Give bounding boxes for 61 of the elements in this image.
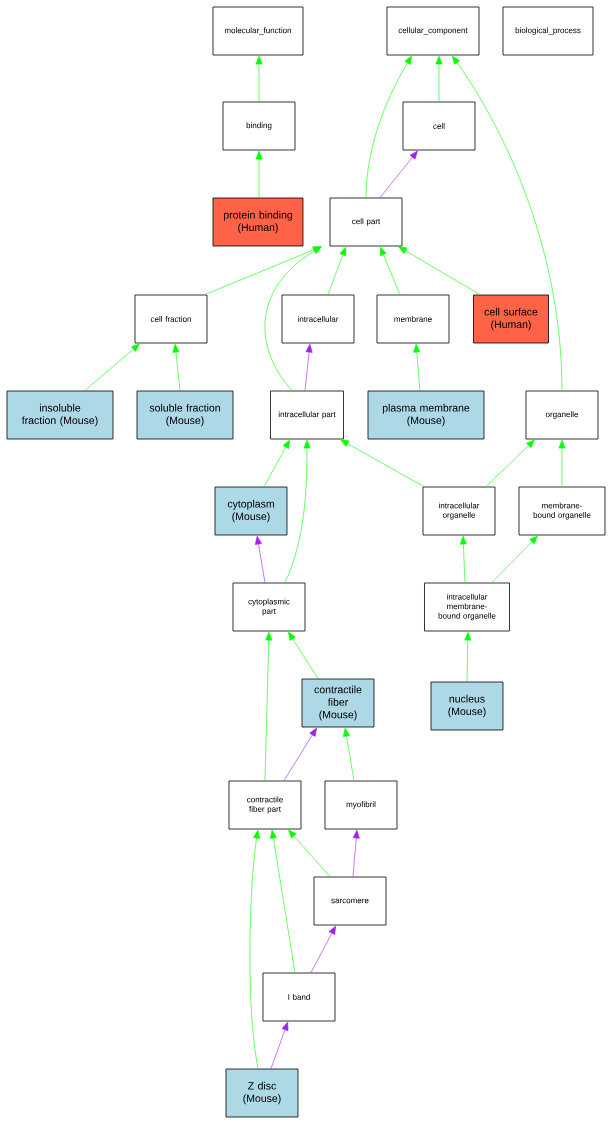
term-box: membrane-bound organelle: [518, 486, 606, 536]
term-box: Z disc (Mouse): [225, 1068, 299, 1118]
arrow: [264, 631, 273, 781]
arrow: [398, 246, 481, 295]
arrow: [288, 631, 319, 679]
arrow: [249, 829, 261, 1069]
arrow: [284, 439, 311, 583]
arrow: [269, 829, 296, 973]
term-box: myofibril: [324, 780, 398, 830]
arrow: [288, 829, 331, 877]
arrow: [270, 1021, 289, 1069]
term-box: binding: [222, 101, 296, 151]
term-box: intracellular organelle: [422, 486, 496, 536]
term-box: cell: [402, 101, 476, 151]
term-box: intracellular: [281, 294, 355, 344]
arrow: [413, 343, 421, 391]
term-box: insoluble fraction (Mouse): [6, 390, 114, 440]
term-box: biological_process: [502, 6, 594, 56]
arrow: [435, 55, 443, 102]
term-box: contractile fiber (Mouse): [301, 678, 375, 728]
arrow: [459, 535, 467, 583]
arrow: [84, 343, 140, 391]
term-box: sarcomere: [313, 876, 387, 926]
term-box: soluble fraction (Mouse): [136, 390, 234, 440]
arrow: [491, 535, 538, 583]
arrow: [263, 439, 290, 487]
term-box: cellular_component: [386, 6, 480, 56]
term-box: membrane: [376, 294, 450, 344]
term-box: cell surface (Human): [473, 294, 549, 344]
arrow: [558, 439, 566, 487]
term-box: nucleus (Mouse): [430, 681, 504, 731]
arrow: [464, 631, 472, 682]
arrow: [343, 727, 355, 781]
arrow: [283, 727, 317, 781]
term-box: intracellular part: [270, 390, 344, 440]
arrow: [452, 55, 563, 391]
term-box: cell part: [329, 197, 403, 247]
arrow: [264, 246, 322, 391]
term-box: I band: [262, 972, 336, 1022]
arrow: [310, 925, 336, 973]
arrow: [352, 829, 360, 877]
arrow: [255, 150, 263, 198]
arrow: [379, 150, 418, 198]
term-box: cytoplasmic part: [232, 582, 306, 632]
arrow: [485, 439, 535, 487]
arrow: [340, 439, 425, 487]
term-box: cytoplasm (Mouse): [214, 486, 288, 536]
term-box: plasma membrane (Mouse): [367, 390, 485, 440]
term-box: contractile fiber part: [228, 780, 302, 830]
term-box: molecular_function: [212, 6, 304, 56]
term-box: cell fraction: [134, 294, 208, 344]
arrow: [327, 246, 347, 295]
arrow: [172, 343, 181, 391]
arrow: [304, 343, 313, 391]
term-box: intracellular membrane-bound organelle: [424, 582, 510, 632]
arrow: [255, 55, 263, 102]
arrow: [365, 55, 412, 198]
arrow: [380, 246, 401, 295]
arrow: [255, 535, 266, 583]
term-box: protein binding (Human): [212, 197, 304, 247]
term-box: organelle: [525, 390, 599, 440]
